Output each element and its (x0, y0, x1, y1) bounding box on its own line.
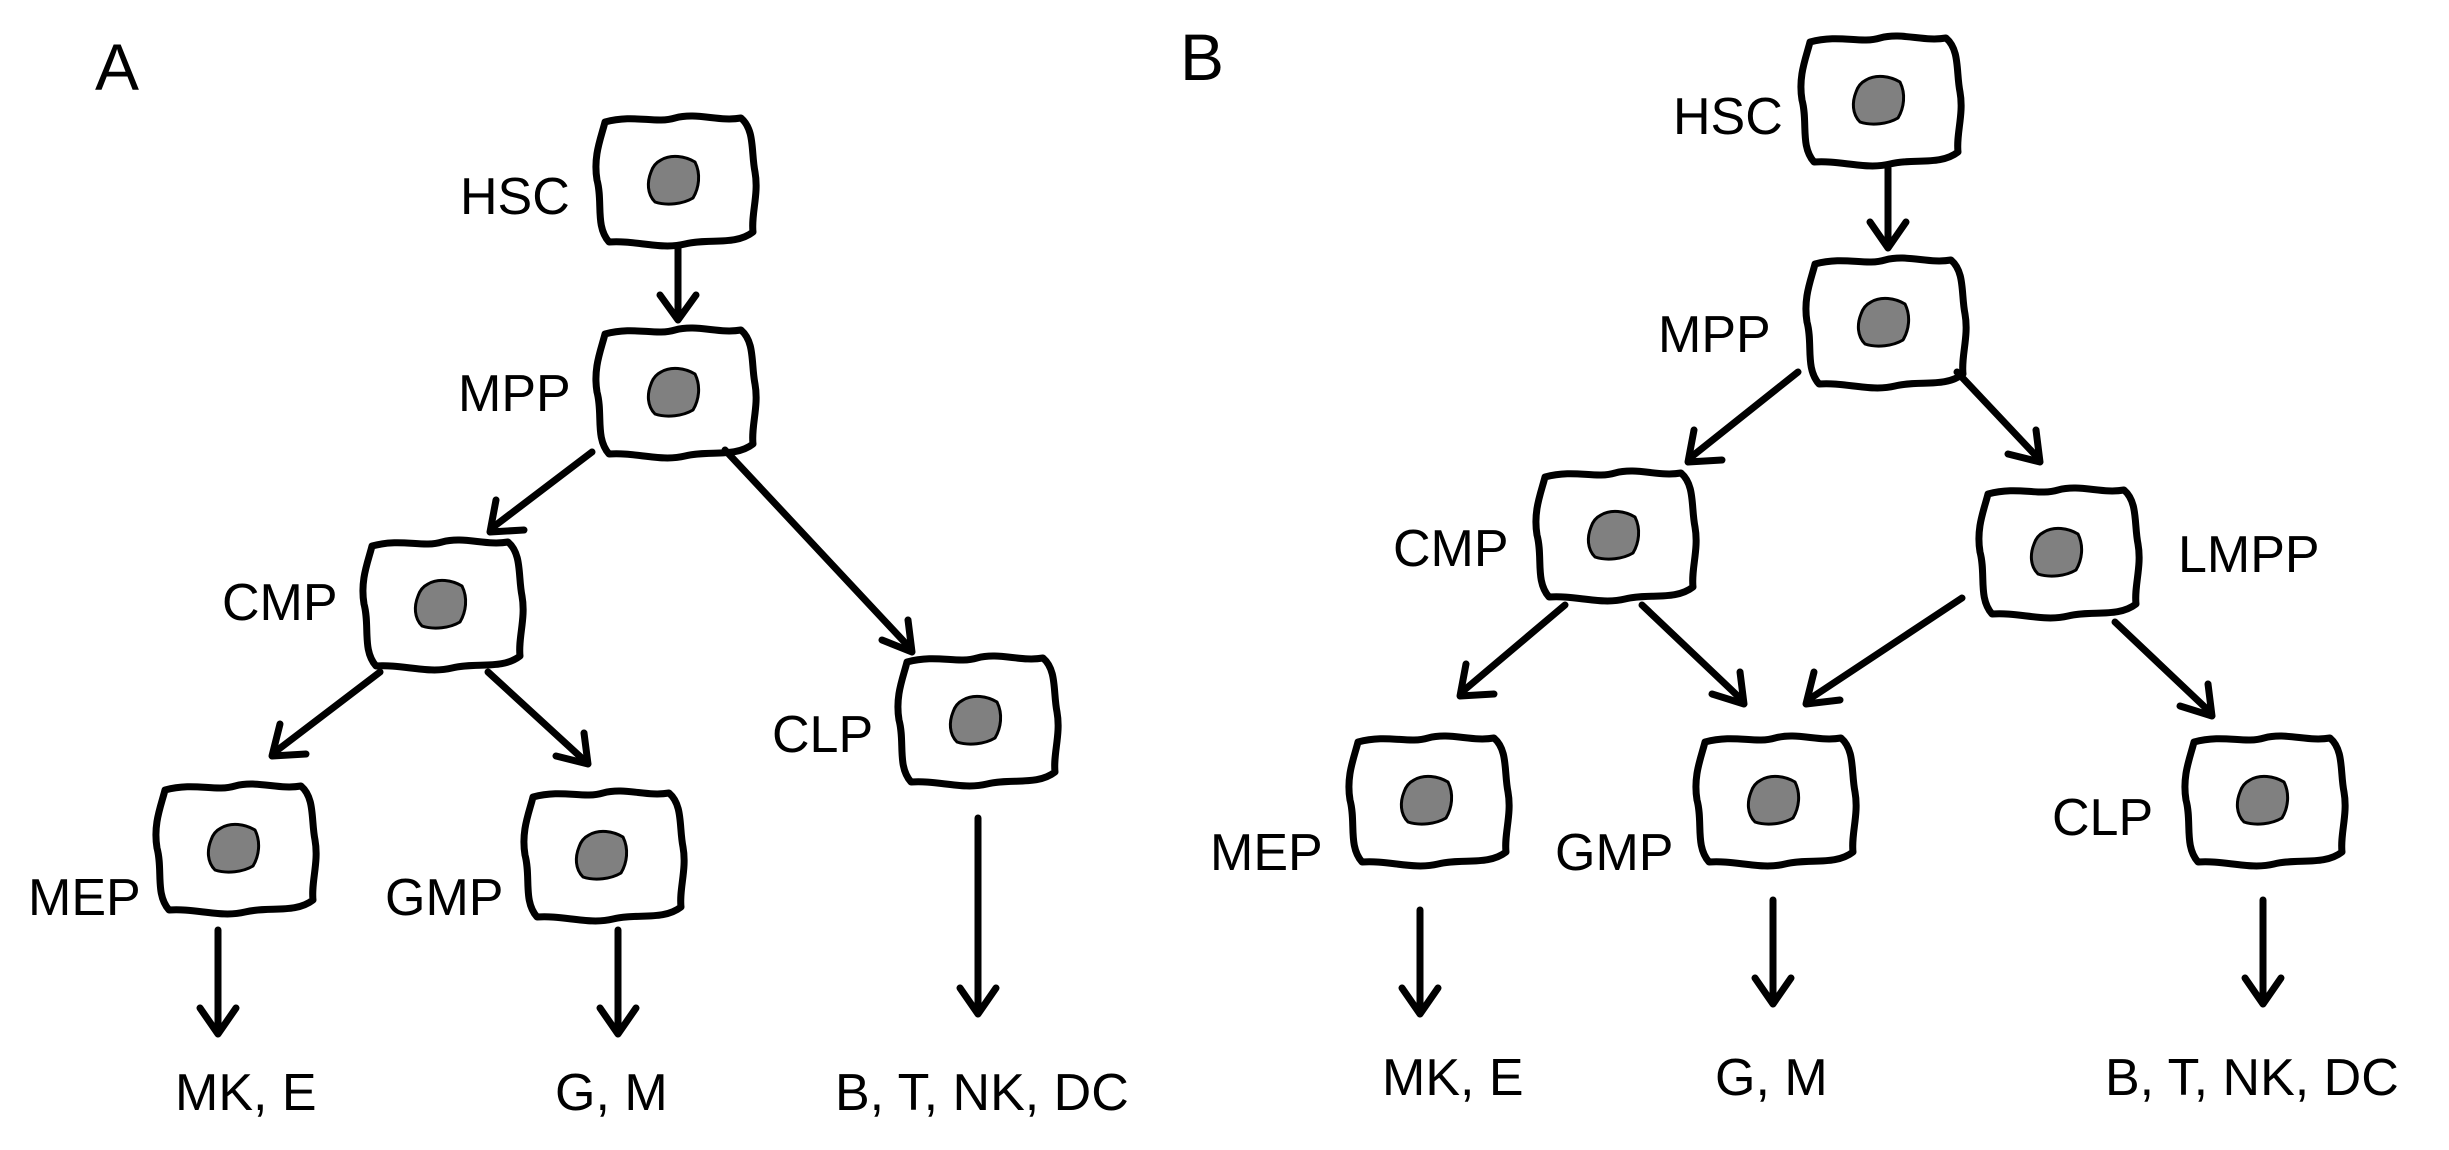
cell-mpp-icon (1806, 258, 1966, 388)
arrow-lmpp-clp (2111, 618, 2216, 720)
panel-b: B HSC MPP CMP LMPP MEP GMP CLP (1180, 20, 2399, 1107)
arrow-cmp-gmp (1638, 601, 1748, 708)
output-g-m: G, M (555, 1064, 668, 1122)
panel-a: A HSC MPP CMP CLP MEP GMP (28, 30, 1129, 1122)
arrow-gmp-output (596, 926, 640, 1038)
arrow-clp-output (2241, 896, 2285, 1008)
output-b-t-nk-dc: B, T, NK, DC (2105, 1049, 2399, 1107)
cell-cmp-icon (1536, 471, 1696, 601)
node-label-mpp: MPP (458, 365, 571, 423)
node-label-clp: CLP (772, 706, 873, 764)
node-label-clp: CLP (2052, 789, 2153, 847)
arrow-mpp-lmpp (1953, 368, 2044, 466)
node-label-cmp: CMP (222, 574, 338, 632)
arrow-mpp-cmp (1684, 368, 1802, 466)
node-label-mep: MEP (28, 869, 141, 927)
node-label-hsc: HSC (1673, 88, 1783, 146)
node-label-gmp: GMP (385, 869, 503, 927)
cell-gmp-icon (524, 791, 684, 921)
cell-hsc-icon (596, 116, 756, 246)
cell-lmpp-icon (1979, 488, 2139, 618)
arrow-gmp-output (1751, 896, 1795, 1008)
panel-a-label: A (95, 30, 139, 104)
output-g-m: G, M (1715, 1049, 1828, 1107)
cell-mep-icon (1349, 736, 1509, 866)
arrow-mep-output (1398, 906, 1442, 1018)
arrow-cmp-mep (1456, 601, 1569, 700)
cell-clp-icon (2185, 736, 2345, 866)
node-label-gmp: GMP (1555, 824, 1673, 882)
cell-mpp-icon (596, 328, 756, 458)
arrow-cmp-gmp (484, 668, 592, 768)
panel-b-label: B (1180, 20, 1224, 94)
node-label-mep: MEP (1210, 824, 1323, 882)
output-mk-e: MK, E (1382, 1049, 1524, 1107)
node-label-hsc: HSC (460, 168, 570, 226)
arrow-mep-output (196, 926, 240, 1038)
cell-mep-icon (156, 784, 316, 914)
cell-hsc-icon (1801, 36, 1961, 166)
arrow-hsc-mpp (656, 242, 700, 324)
cell-gmp-icon (1696, 736, 1856, 866)
arrow-hsc-mpp (1866, 164, 1910, 252)
cell-clp-icon (898, 656, 1058, 786)
arrow-mpp-clp (721, 446, 916, 656)
arrow-mpp-cmp (486, 448, 596, 536)
node-label-lmpp: LMPP (2178, 526, 2320, 584)
arrow-cmp-mep (268, 668, 384, 760)
output-mk-e: MK, E (175, 1064, 317, 1122)
arrow-clp-output (956, 814, 1000, 1018)
node-label-mpp: MPP (1658, 306, 1771, 364)
cell-cmp-icon (363, 540, 523, 670)
output-b-t-nk-dc: B, T, NK, DC (835, 1064, 1129, 1122)
arrow-lmpp-gmp (1802, 594, 1966, 708)
node-label-cmp: CMP (1393, 520, 1509, 578)
